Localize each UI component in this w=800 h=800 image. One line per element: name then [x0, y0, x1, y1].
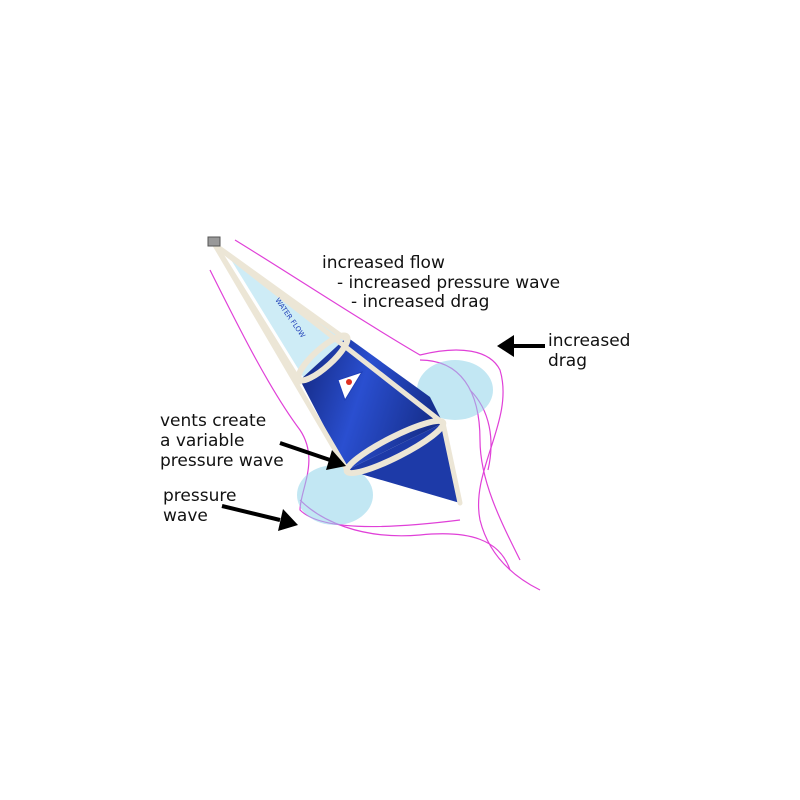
straps — [212, 242, 463, 506]
drogue: WATER FLOW — [207, 236, 463, 506]
label-vents-3: pressure wave — [160, 451, 284, 471]
logo-icon — [337, 371, 364, 402]
drogue-body — [300, 337, 443, 470]
label-vents-1: vents create — [160, 411, 266, 431]
label-vents-2: a variable — [160, 431, 244, 451]
label-wave-1: pressure — [163, 486, 236, 506]
arrow-pressure-wave — [221, 504, 281, 522]
arrows — [221, 335, 545, 531]
label-flow-1: increased flow — [322, 253, 445, 273]
swivel-icon — [207, 236, 221, 247]
label-drag-1: increased — [548, 331, 630, 351]
label-flow-3: - increased drag — [351, 292, 489, 312]
label-drag-2: drag — [548, 351, 587, 371]
label-flow-2: - increased pressure wave — [337, 273, 560, 293]
label-wave-2: wave — [163, 506, 208, 526]
drogue-cone-bottom — [347, 423, 460, 503]
arrow-vents — [279, 441, 331, 462]
